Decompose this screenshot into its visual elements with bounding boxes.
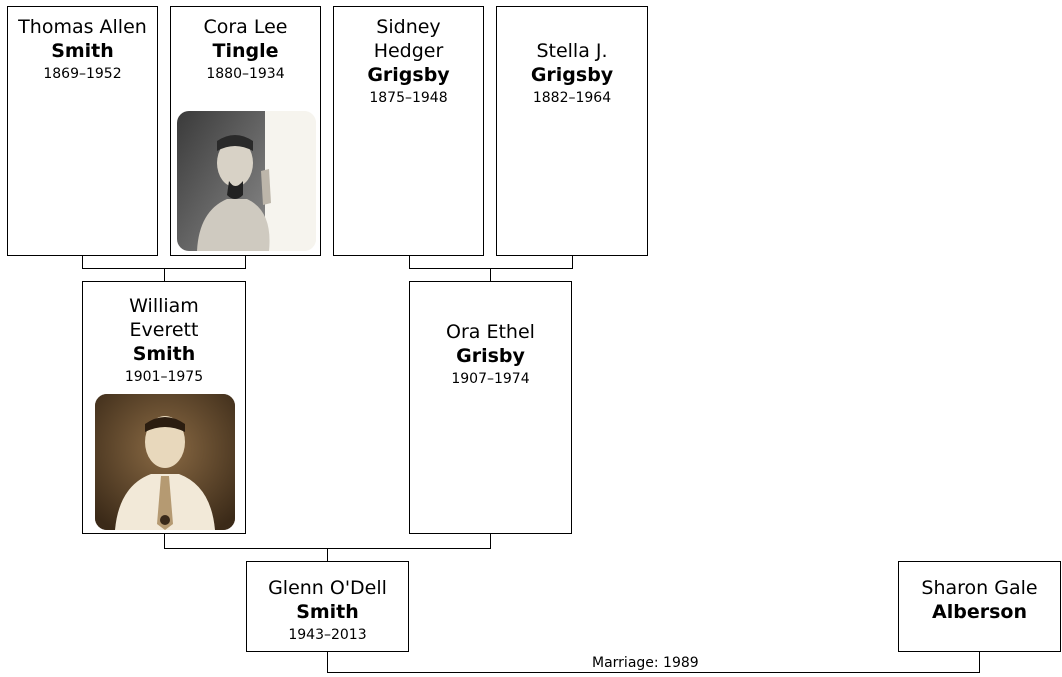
couple-connector-smith-tingle: [82, 256, 246, 269]
person-card-william-smith[interactable]: William Everett Smith 1901–1975: [82, 281, 246, 534]
couple-connector-smith-grisby: [164, 534, 491, 549]
person-card-sidney-grigsby[interactable]: Sidney Hedger Grigsby 1875–1948: [333, 6, 484, 256]
life-dates: 1880–1934: [206, 66, 285, 82]
given-name: Stella J.: [536, 40, 608, 62]
person-card-ora-grisby[interactable]: Ora Ethel Grisby 1907–1974: [409, 281, 572, 534]
life-dates: 1907–1974: [451, 371, 530, 387]
surname: Smith: [132, 343, 196, 365]
surname: Tingle: [212, 40, 279, 62]
person-card-glenn-smith[interactable]: Glenn O'Dell Smith 1943–2013: [246, 561, 409, 652]
given-name: Glenn O'Dell: [268, 577, 387, 599]
given-name: William Everett: [129, 295, 199, 341]
person-card-cora-tingle[interactable]: Cora Lee Tingle 1880–1934: [170, 6, 321, 256]
given-name: Sharon Gale: [921, 577, 1038, 599]
life-dates: 1901–1975: [124, 369, 204, 385]
given-name: Sidney Hedger: [373, 16, 444, 62]
person-card-sharon-alberson[interactable]: Sharon Gale Alberson: [898, 561, 1061, 652]
given-name: Ora Ethel: [446, 321, 535, 343]
surname: Smith: [51, 40, 114, 62]
person-card-stella-grigsby[interactable]: Stella J. Grigsby 1882–1964: [496, 6, 648, 256]
life-dates: 1869–1952: [43, 66, 122, 82]
surname: Smith: [296, 601, 359, 623]
life-dates: 1882–1964: [532, 90, 612, 106]
portrait-photo-cora: [177, 111, 316, 251]
surname: Grigsby: [367, 64, 450, 86]
given-name: Thomas Allen: [18, 16, 147, 38]
marriage-connector: [327, 652, 980, 673]
couple-connector-grigsby: [409, 256, 573, 269]
portrait-photo-william: [95, 394, 235, 530]
surname: Grisby: [456, 345, 525, 367]
surname: Alberson: [932, 601, 1027, 623]
life-dates: 1875–1948: [369, 90, 448, 106]
life-dates: 1943–2013: [288, 627, 367, 643]
marriage-label: Marriage: 1989: [592, 655, 699, 671]
given-name: Cora Lee: [203, 16, 288, 38]
person-card-thomas-smith[interactable]: Thomas Allen Smith 1869–1952: [7, 6, 158, 256]
surname: Grigsby: [530, 64, 614, 86]
